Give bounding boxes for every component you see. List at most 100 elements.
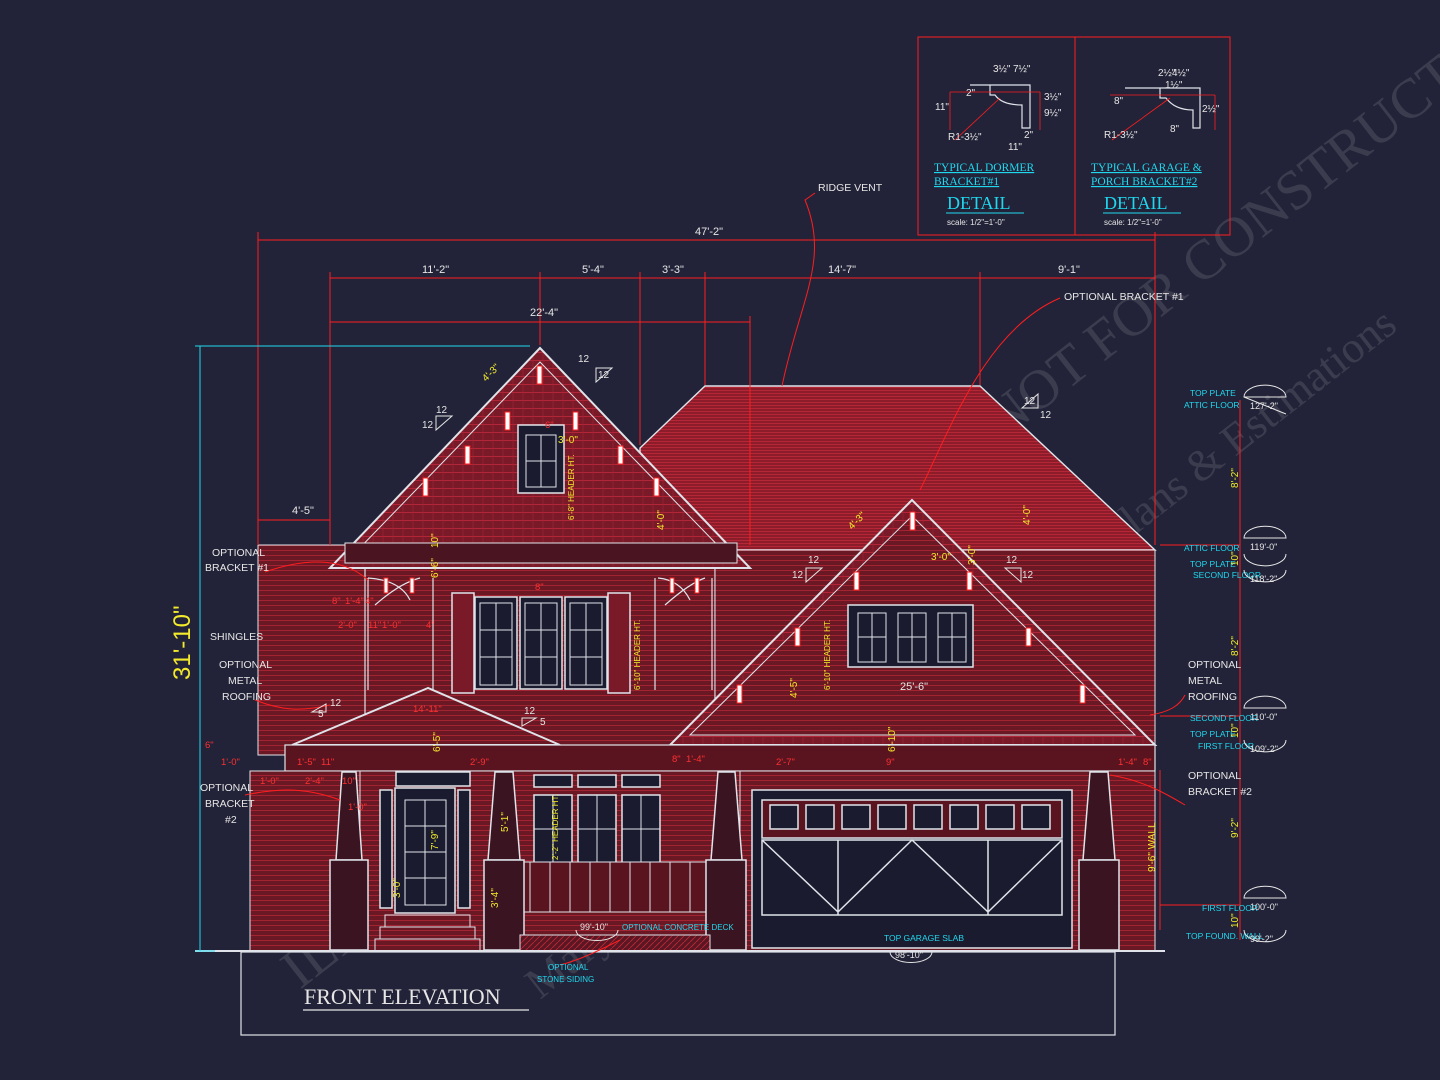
dim: R1-3½" [1104, 130, 1138, 141]
roof-slope-triangle-icon: 12 5 [521, 706, 546, 728]
optional-bracket-1-label: OPTIONAL BRACKET #1 [1064, 291, 1184, 303]
elevation-level-marker-icon: SECOND FLOOR 110'-0" [1190, 695, 1287, 723]
dim: 8" [1114, 96, 1124, 107]
metal-roof-left: OPTIONAL [219, 659, 272, 671]
porch-floor-elev: 99'-10" [580, 922, 608, 932]
dim: 1½" [1165, 80, 1183, 91]
dim: 3½" [1044, 92, 1062, 103]
garage-bracket-caption: TYPICAL GARAGE & PORCH BRACKET#2 DETAIL … [1091, 162, 1202, 227]
svg-text:SECOND FLOOR: SECOND FLOOR [1190, 713, 1258, 723]
svg-text:10": 10" [1230, 723, 1241, 738]
svg-text:12: 12 [808, 555, 820, 566]
second-floor-windows [451, 592, 631, 694]
dim-segment: 14'-7" [828, 264, 856, 276]
svg-text:12: 12 [422, 420, 434, 431]
svg-text:TOP PLATE: TOP PLATE [1190, 388, 1236, 398]
dim-total-width: 47'-2" [695, 226, 723, 238]
elevation-level-marker-icon: 99'-10" [575, 922, 619, 941]
svg-text:12: 12 [524, 706, 536, 717]
dim: 2" [1024, 130, 1034, 141]
svg-text:5: 5 [540, 717, 546, 728]
svg-text:8": 8" [672, 754, 681, 765]
svg-text:2'-4": 2'-4" [305, 776, 324, 787]
dormer-bracket-caption: TYPICAL DORMER BRACKET#1 DETAIL scale: 1… [934, 162, 1035, 227]
detail-name-line-1: TYPICAL GARAGE & [1091, 162, 1202, 174]
svg-text:11": 11" [321, 757, 334, 768]
svg-text:3'-0": 3'-0" [931, 552, 951, 563]
detail-name-line-2: BRACKET#1 [934, 176, 999, 188]
detail-label: DETAIL [1104, 193, 1168, 213]
svg-text:1'-0": 1'-0" [221, 757, 240, 768]
svg-text:12: 12 [1006, 555, 1018, 566]
elevation-level-marker-icon: 98'-10" [889, 950, 933, 963]
detail-scale: scale: 1/2"=1'-0" [947, 218, 1005, 227]
dormer-bracket-sketch [949, 84, 1041, 141]
svg-text:8": 8" [535, 582, 544, 593]
level-markers: TOP PLATE ATTIC FLOOR 127'-2" ATTIC FLOO… [1184, 384, 1287, 944]
roof-slope-triangle-icon: 12 12 [1003, 555, 1034, 584]
dim: 9½" [1044, 108, 1062, 119]
shingles-label: SHINGLES [210, 631, 263, 643]
floor-tags: 99'-10" 98'-10" [575, 922, 933, 963]
garage-slab-label: TOP GARAGE SLAB [884, 933, 964, 943]
optional-bracket-1-left-label: OPTIONAL [212, 547, 265, 559]
svg-text:11": 11" [368, 620, 381, 631]
svg-text:8'-2": 8'-2" [1230, 636, 1241, 656]
svg-text:12: 12 [436, 405, 448, 416]
porch-columns [329, 771, 1120, 951]
svg-text:12: 12 [578, 354, 590, 365]
svg-text:TOP FOUND. WALL: TOP FOUND. WALL [1186, 931, 1264, 941]
svg-text:14'-11": 14'-11" [413, 704, 442, 715]
svg-text:4": 4" [426, 620, 435, 631]
dim-segment: 11'-2" [422, 264, 449, 276]
svg-text:127'-2": 127'-2" [1250, 401, 1278, 411]
dim-segment: 5'-4" [582, 264, 604, 276]
svg-text:4'-0": 4'-0" [1022, 505, 1033, 525]
yellow-dimensions: 4'-3" 3'-0" 6'-8" HEADER HT. 4'-0" 6'-6"… [392, 362, 1033, 908]
svg-text:3'-0": 3'-0" [558, 435, 578, 446]
svg-text:8": 8" [1143, 757, 1152, 768]
dim-gable-width: 22'-4" [530, 307, 558, 319]
svg-text:10": 10" [1230, 551, 1241, 566]
svg-text:6'-5": 6'-5" [432, 732, 443, 752]
stone-siding-label: STONE SIDING [537, 975, 594, 984]
dim: 2" [966, 88, 976, 99]
level-dimensions: 8'-2" 10" 8'-2" 10" 9'-2" 10" [1230, 468, 1241, 928]
dim: 7½" [1013, 64, 1031, 75]
svg-text:3'-0": 3'-0" [392, 878, 403, 898]
dim: R1-3½" [948, 132, 982, 143]
svg-text:FIRST FLOOR: FIRST FLOOR [1198, 741, 1254, 751]
stone-siding-label: OPTIONAL [548, 963, 589, 972]
svg-text:2'-7": 2'-7" [776, 757, 795, 768]
svg-text:1'-0": 1'-0" [260, 776, 279, 787]
svg-text:6": 6" [545, 420, 554, 431]
svg-text:9'-2": 9'-2" [1230, 818, 1241, 838]
drawing-title: FRONT ELEVATION [304, 984, 501, 1009]
dimension-lines [195, 192, 1241, 966]
svg-text:8": 8" [332, 596, 341, 607]
roof-slope-triangle-icon: 12 12 [422, 405, 454, 432]
dim: 4½" [1172, 68, 1190, 79]
detail-label: DETAIL [947, 193, 1011, 213]
dim: 11" [935, 102, 949, 113]
svg-text:118'-2": 118'-2" [1250, 574, 1277, 584]
red-dimensions: 8" 1'-4" 4" 2'-0" 11" 1'-0" 4" 14'-11" 1… [205, 420, 1152, 813]
svg-text:6'-10": 6'-10" [887, 726, 898, 752]
elevation-level-marker-icon: TOP PLATE ATTIC FLOOR 127'-2" [1184, 384, 1287, 415]
garage-door [751, 789, 1073, 949]
optional-bracket-2-right: BRACKET #2 [1188, 786, 1252, 798]
svg-text:4'-0": 4'-0" [656, 510, 667, 530]
svg-text:1'-4": 1'-4" [345, 596, 364, 607]
svg-text:6'-10" HEADER HT.: 6'-10" HEADER HT. [633, 620, 642, 690]
svg-text:7'-9": 7'-9" [430, 830, 441, 850]
optional-bracket-2-left: #2 [225, 814, 237, 826]
dim: 11" [1008, 142, 1022, 153]
svg-text:4'-3": 4'-3" [480, 362, 502, 384]
wall-height-label: 9'-6" WALL [1147, 822, 1158, 872]
svg-text:1'-0": 1'-0" [348, 802, 367, 813]
svg-text:6'-8" HEADER HT.: 6'-8" HEADER HT. [567, 454, 576, 520]
elevation-level-marker-icon: ATTIC FLOOR 119'-0" [1184, 525, 1287, 567]
metal-roof-left: METAL [228, 675, 262, 687]
dim: 2½" [1158, 68, 1176, 79]
